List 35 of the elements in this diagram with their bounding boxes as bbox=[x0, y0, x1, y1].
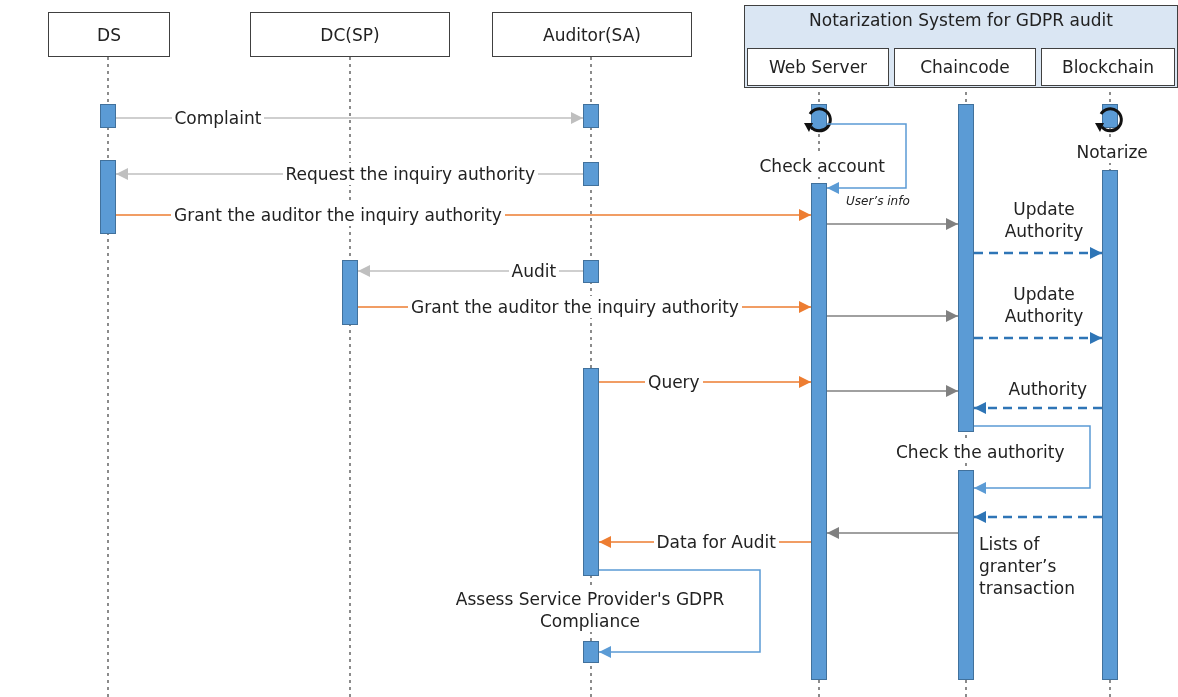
message-arrow bbox=[826, 218, 959, 230]
system-group-box bbox=[744, 5, 1178, 88]
participant-box: Web Server bbox=[747, 48, 889, 86]
activation-bar bbox=[583, 104, 599, 128]
self-message-arrow bbox=[598, 569, 761, 658]
participant-box: DC(SP) bbox=[250, 12, 450, 57]
participant-box: Chaincode bbox=[894, 48, 1036, 86]
activation-bar bbox=[583, 162, 599, 186]
participant-box: DS bbox=[48, 12, 170, 57]
self-message-arrow bbox=[826, 123, 907, 194]
message-label: Grant the auditor the inquiry authority bbox=[171, 204, 505, 226]
activation-bar bbox=[100, 104, 116, 128]
self-message-arrow bbox=[973, 425, 1091, 494]
message-arrow bbox=[826, 310, 959, 322]
message-label: Grant the auditor the inquiry authority bbox=[408, 296, 742, 318]
activation-bar bbox=[583, 260, 599, 283]
message-arrow bbox=[974, 511, 1102, 523]
participant-box: Auditor(SA) bbox=[492, 12, 692, 57]
message-arrow bbox=[974, 332, 1102, 344]
message-label: Complaint bbox=[171, 107, 265, 129]
message-arrow bbox=[826, 385, 959, 397]
message-arrow bbox=[974, 402, 1102, 414]
participant-box: Blockchain bbox=[1041, 48, 1175, 86]
group-title: Notarization System for GDPR audit bbox=[808, 10, 1114, 30]
activation-bar bbox=[958, 104, 974, 432]
activation-bar bbox=[100, 160, 116, 234]
activation-bar bbox=[1102, 170, 1118, 680]
activation-bar bbox=[583, 368, 599, 576]
message-label: Request the inquiry authority bbox=[282, 163, 538, 185]
activation-bar bbox=[342, 260, 358, 325]
activation-bar bbox=[811, 183, 827, 680]
activation-bar bbox=[583, 641, 599, 663]
message-arrow bbox=[826, 527, 959, 539]
activation-bar bbox=[958, 470, 974, 680]
message-arrow bbox=[974, 247, 1102, 259]
